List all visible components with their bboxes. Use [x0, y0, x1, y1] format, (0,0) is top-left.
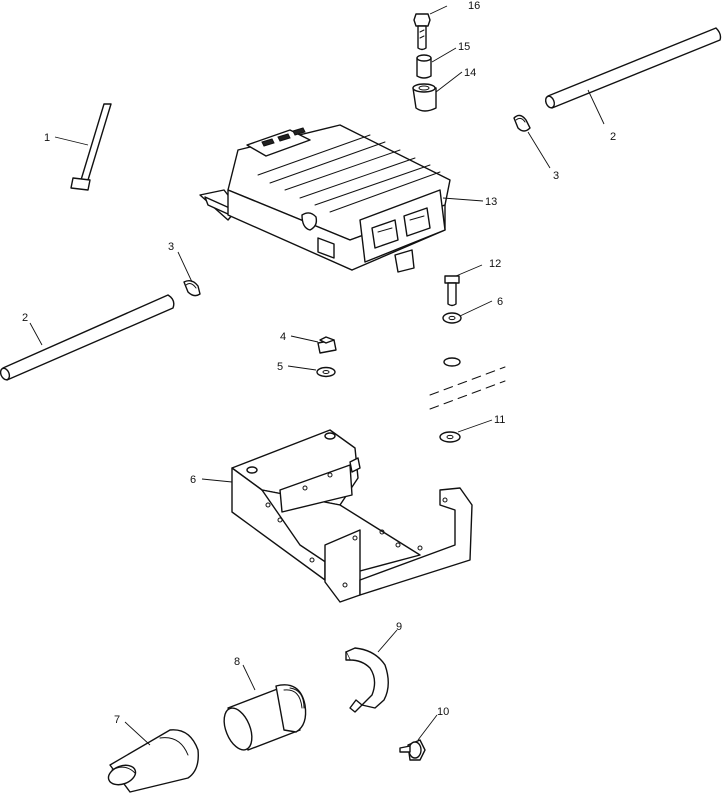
part-11-washer [439, 431, 461, 443]
part-6-washer-top [442, 312, 462, 324]
callout-5: 5 [277, 361, 283, 373]
part-16-bolt [413, 13, 431, 51]
callout-7: 7 [114, 714, 120, 726]
part-15-spacer [416, 54, 432, 79]
callout-15: 15 [458, 41, 470, 53]
leader-lines [29, 5, 605, 746]
part-4-nut [317, 336, 337, 354]
callout-9: 9 [396, 621, 402, 633]
part-3-clamp-left [183, 279, 201, 297]
part-9-clamp [345, 647, 389, 713]
callout-3-right: 3 [553, 170, 559, 182]
callout-8: 8 [234, 656, 240, 668]
break-lines [429, 357, 506, 410]
part-14-bushing [412, 83, 437, 112]
callout-3-left: 3 [168, 241, 174, 253]
part-3-clamp-right [513, 114, 531, 132]
callout-16: 16 [468, 0, 480, 12]
part-2-tube-left [0, 294, 175, 381]
callout-6-bracket: 6 [190, 474, 196, 486]
part-1-long-bolt [70, 103, 112, 191]
callout-12: 12 [489, 258, 501, 270]
callout-14: 14 [464, 67, 476, 79]
part-6-mounting-bracket [231, 429, 473, 603]
callout-4: 4 [280, 331, 286, 343]
callouts: 16 15 14 1 2 3 13 3 12 6 2 4 5 11 6 9 8 … [22, 0, 616, 726]
part-12-bolt [444, 275, 460, 307]
part-7-sleeve [107, 729, 199, 793]
part-5-washer [316, 366, 336, 378]
callout-1: 1 [44, 132, 50, 144]
callout-11: 11 [494, 414, 505, 426]
callout-13: 13 [485, 196, 497, 208]
callout-10: 10 [437, 706, 449, 718]
part-2-tube-right [544, 27, 722, 109]
callout-2-left: 2 [22, 312, 28, 324]
part-10-screw [399, 739, 426, 761]
part-13-ecu-module [199, 124, 451, 273]
callout-6-top: 6 [497, 296, 503, 308]
callout-2-right: 2 [610, 131, 616, 143]
part-8-cylinder [223, 684, 307, 751]
